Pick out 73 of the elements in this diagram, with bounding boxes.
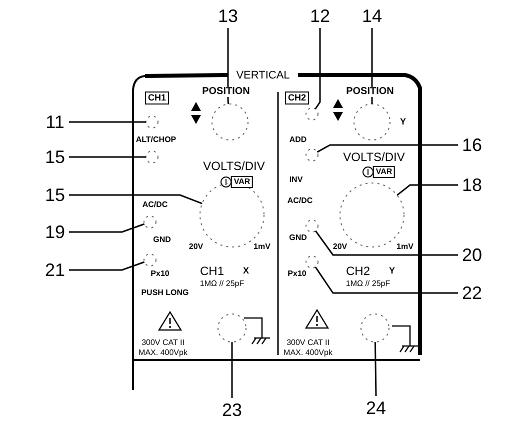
channel-label: CH2 [285,92,309,104]
callout-number: 11 [46,113,64,131]
leader-line [69,223,145,233]
push-button [306,148,318,162]
leader-line [374,342,377,396]
leader-line [396,184,458,196]
button-label: AC/DC [287,197,313,205]
push-button [144,216,156,228]
channel-label: CH1 [145,92,169,104]
button-label: ADD [289,136,307,144]
range-label: 20V [188,243,204,251]
axis-label: Y [400,118,406,126]
push-button [146,150,158,164]
leader-line [316,144,458,153]
leader-line [314,28,321,110]
leader-line [371,28,373,104]
input-connector [360,314,390,342]
knob-label: POSITION [346,87,394,97]
push-button [306,256,318,268]
channel-label: CH1 [200,265,224,277]
push-button [144,254,156,266]
var-label: VAR [372,166,396,178]
axis-label: Y [389,266,395,276]
callout-number: 15 [44,148,66,166]
input-rating: 1MΩ // 25pF [200,280,244,288]
knob-label: POSITION [202,87,250,97]
push-button [306,108,318,120]
callout-number: 14 [362,7,382,25]
leader-line [227,28,230,104]
range-label: 1mV [396,243,414,251]
var-label: VAR [230,176,254,188]
callout-number: 23 [222,401,242,419]
callout-number: 13 [218,7,238,25]
knob-label: VOLTS/DIV [343,151,405,163]
button-label: AC/DC [142,201,168,209]
push-button [306,220,318,232]
button-label: ALT/CHOP [136,136,176,144]
axis-label: X [243,266,249,276]
input-rating: 1MΩ // 25pF [346,280,390,288]
knob-label: VOLTS/DIV [203,160,265,172]
rating-text: MAX. 400Vpk [138,349,188,357]
input-connector [218,314,246,342]
leader-line [69,261,145,271]
callout-number: 16 [462,136,482,154]
callout-number: 12 [310,7,330,25]
callout-number: 24 [366,399,386,417]
button-label: GND [289,234,307,242]
callout-number: 20 [462,246,482,264]
button-label: INV [289,176,303,184]
leader-line [69,156,146,158]
callout-number: 15 [44,186,66,204]
rating-text: MAX. 400Vpk [284,349,332,357]
callout-number: 19 [44,223,66,241]
button-label: Px10 [150,270,170,278]
leader-line [314,266,458,294]
leader-line [69,121,146,123]
position-knob [354,104,390,140]
callout-number: 18 [462,176,482,194]
button-label: Px10 [288,270,306,278]
position-knob [212,104,248,140]
channel-label: CH2 [346,265,370,277]
range-label: 20V [332,243,348,251]
callout-number: 22 [462,284,482,302]
leader-line [314,230,458,256]
note-text: PUSH LONG [141,289,189,297]
callout-number: 21 [44,261,66,279]
leader-line [231,342,233,398]
button-label: GND [153,236,171,244]
rating-text: 300V CAT II [286,339,330,347]
rating-text: 300V CAT II [142,339,184,347]
range-label: 1mV [254,243,270,251]
leader-line [69,194,202,204]
push-button [146,116,158,128]
